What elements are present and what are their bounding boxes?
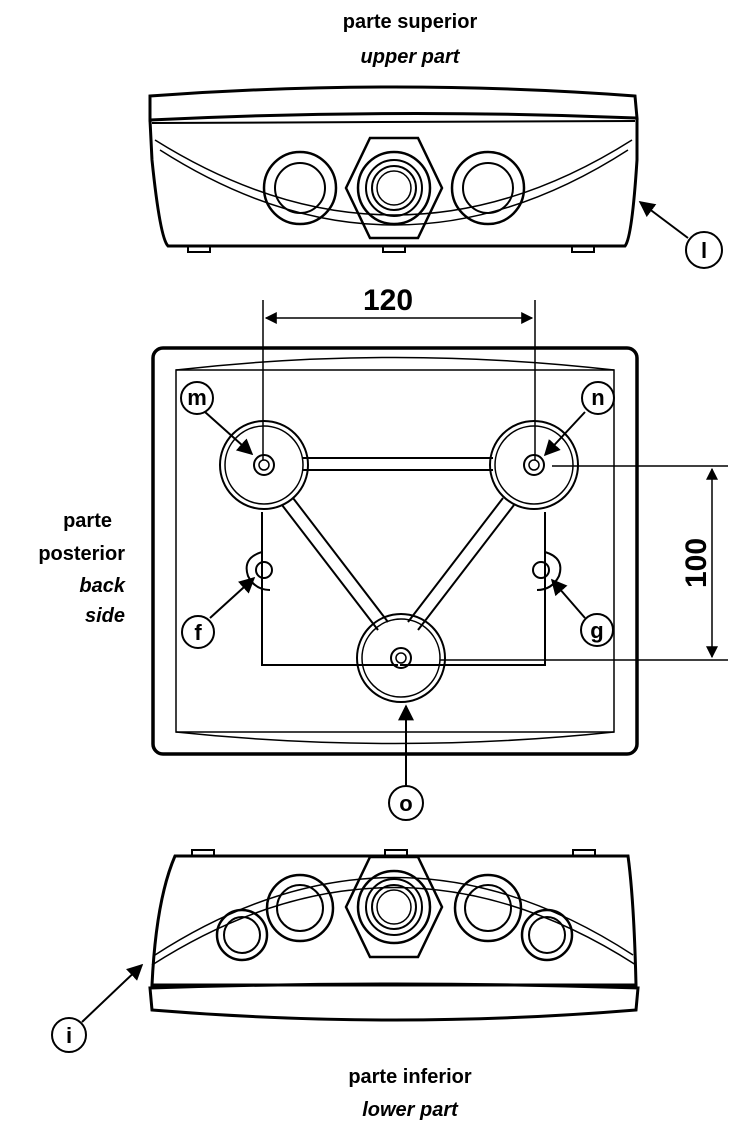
dimension-100: 100: [680, 538, 713, 588]
lower-part-view: [148, 849, 640, 1022]
callout-i: i: [66, 1023, 72, 1048]
callout-f: f: [194, 620, 202, 645]
back-view-subtitle-2: side: [85, 605, 125, 627]
callout-g: g: [590, 618, 603, 643]
callout-m: m: [187, 385, 207, 410]
callout-l: l: [701, 238, 707, 263]
top-view-title: parte superior: [343, 11, 478, 33]
bottom-view-subtitle: lower part: [362, 1099, 459, 1121]
back-side-view: [151, 346, 639, 756]
top-view-subtitle: upper part: [361, 46, 461, 68]
back-view-title-2: posterior: [38, 543, 125, 565]
bottom-view-title: parte inferior: [348, 1066, 472, 1088]
upper-part-view: [148, 85, 639, 253]
back-view-subtitle-1: back: [79, 575, 125, 597]
dimension-120: 120: [363, 284, 413, 317]
callout-n: n: [591, 385, 604, 410]
callout-o: o: [399, 791, 412, 816]
back-view-title-1: parte: [63, 510, 112, 532]
